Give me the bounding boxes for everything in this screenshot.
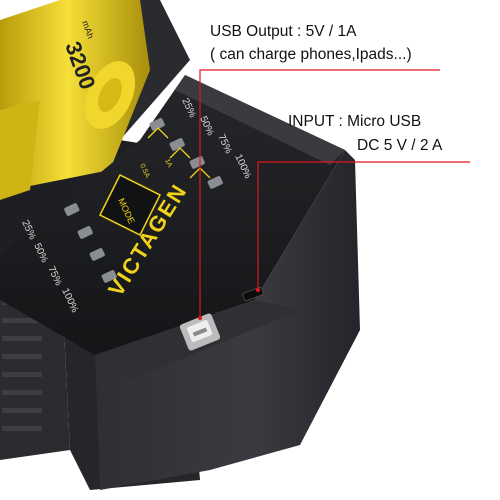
usb-callout-dot (198, 316, 202, 320)
mode-button[interactable] (98, 173, 162, 237)
input-callout-line (257, 161, 470, 290)
usb-output-label: USB Output : 5V / 1A (210, 23, 357, 40)
input-callout-dot (256, 288, 260, 292)
usb-port[interactable] (179, 313, 221, 352)
input-spec: DC 5 V / 2 A (357, 137, 443, 154)
battery: 3200 mAh (0, 0, 150, 200)
input-label: INPUT : Micro USB (288, 113, 422, 130)
top-panel (0, 75, 345, 355)
usb-output-note: ( can charge phones,Ipads...) (210, 46, 412, 63)
callout-lines (199, 69, 470, 318)
current-label-1: 1A (163, 158, 173, 169)
mode-button-group[interactable]: MODE (98, 173, 162, 237)
usb-callout-line (199, 69, 440, 318)
